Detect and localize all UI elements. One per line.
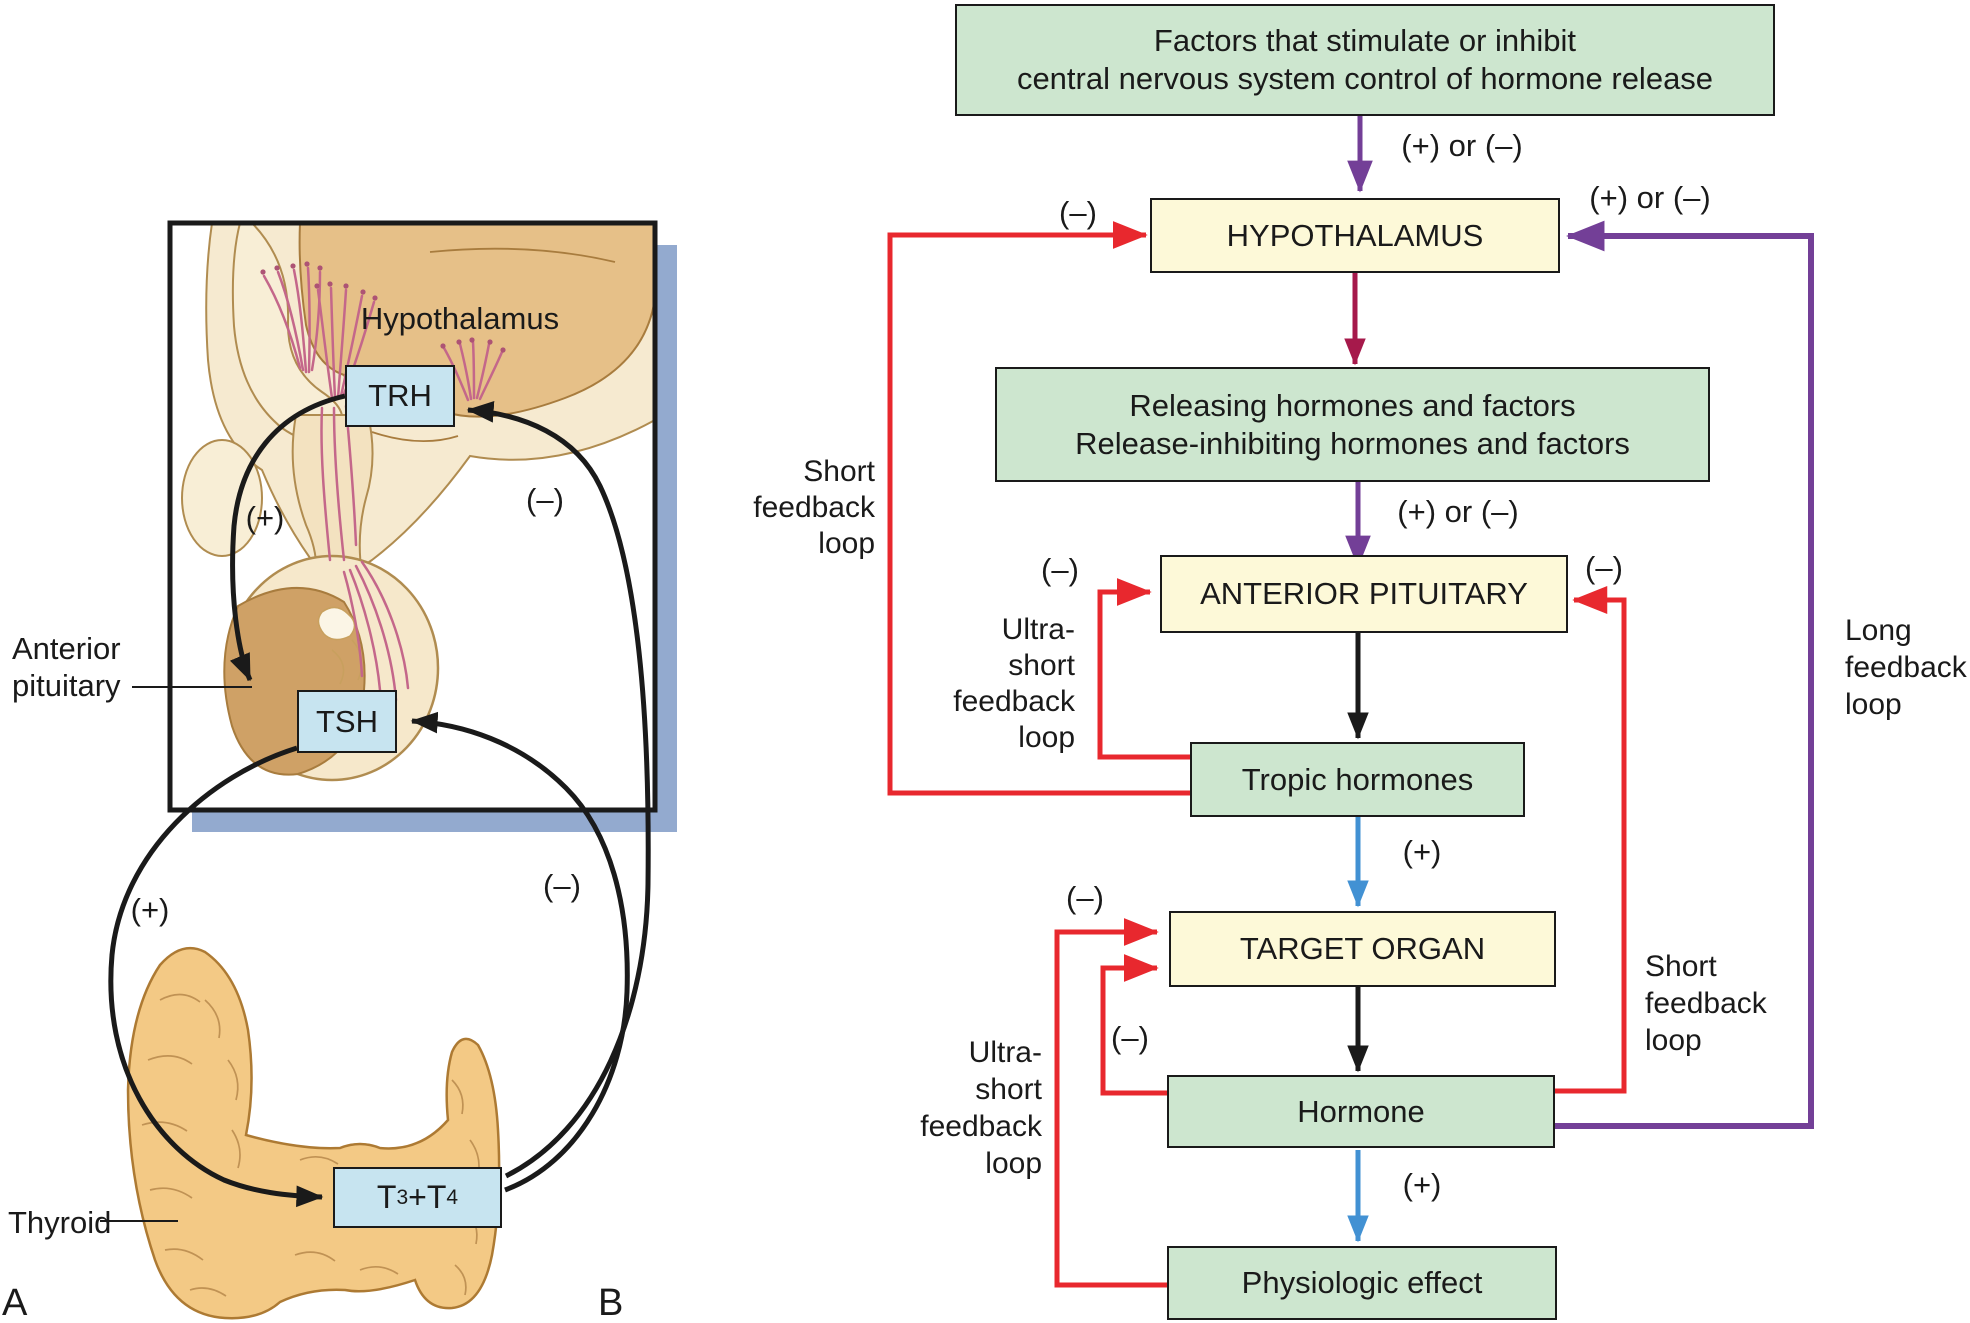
trh-to-tsh-arrow [229, 393, 346, 682]
sign-minus-target-upper: (–) [1066, 880, 1104, 915]
t4-label: T [426, 1179, 447, 1215]
posterior-lobe-detail [317, 606, 356, 641]
sign-plus-tropic: (+) [1402, 834, 1442, 869]
hypothalamus-box: HYPOTHALAMUS [1150, 198, 1560, 273]
hormone-to-target-feedback-line [1100, 954, 1167, 1096]
effect-to-target-feedback-line [1054, 918, 1167, 1288]
sign-minus-short-right: (–) [1585, 550, 1623, 585]
tropic-hormones-box: Tropic hormones [1190, 742, 1525, 817]
ultra-short-feedback-upper-line [1097, 578, 1190, 760]
ultra-short-feedback-upper-label: Ultra- short feedback loop [953, 613, 1075, 754]
sign-minus-thyroid-tsh: (–) [543, 868, 581, 903]
thyroid-to-tsh-negative-arrow [410, 711, 630, 1193]
sign-minus-ultra-short-upper: (–) [1041, 552, 1079, 587]
sign-minus-target-lower: (–) [1111, 1020, 1149, 1055]
panel-a-frame [167, 220, 658, 813]
short-feedback-loop-left-label: Short feedback loop [753, 455, 875, 560]
brain-detail-line [429, 247, 616, 263]
long-feedback-loop-line [1555, 220, 1814, 1129]
posterior-lobe-detail [331, 649, 345, 685]
factors-box: Factors that stimulate or inhibit centra… [955, 4, 1775, 116]
plus-symbol: + [408, 1179, 427, 1215]
thyroid-anatomy-label: Thyroid [8, 1205, 112, 1240]
sign-plus-hormone: (+) [1402, 1167, 1442, 1202]
trh-box: TRH [345, 365, 455, 427]
sign-plus-or-minus-long-loop: (+) or (–) [1589, 180, 1711, 215]
nerve-fiber-dots [260, 261, 506, 353]
panel-b-letter: B [598, 1282, 624, 1323]
tsh-to-thyroid-arrow [108, 745, 324, 1208]
sign-plus-or-minus-releasing: (+) or (–) [1397, 494, 1519, 529]
mammillary-body-illustration [181, 439, 263, 557]
short-feedback-loop-left-line [887, 221, 1190, 796]
short-feedback-loop-right-label: Short feedback loop [1645, 950, 1767, 1057]
sign-minus-hypothalamus: (–) [1059, 195, 1097, 230]
t3-subscript: 3 [396, 1185, 409, 1209]
tsh-box: TSH [297, 690, 397, 753]
anterior-pituitary-box: ANTERIOR PITUITARY [1160, 555, 1568, 633]
brain-detail-line [371, 431, 459, 443]
panel-a-letter: A [2, 1282, 28, 1323]
hypothalamus-anatomy-label: Hypothalamus [360, 301, 560, 336]
target-organ-box: TARGET ORGAN [1169, 911, 1556, 987]
t3-label: T [376, 1179, 397, 1215]
releasing-hormones-box: Releasing hormones and factors Release-i… [995, 367, 1710, 482]
physiologic-effect-box: Physiologic effect [1167, 1246, 1557, 1320]
t4-subscript: 4 [446, 1185, 459, 1209]
panel-b-connectors [887, 116, 1814, 1288]
anterior-pituitary-anatomy-label: Anterior pituitary [12, 631, 121, 703]
sign-plus-tsh-thyroid: (+) [130, 892, 170, 927]
hormone-box: Hormone [1167, 1075, 1555, 1148]
thyroid-to-trh-negative-arrow [466, 401, 651, 1179]
ultra-short-feedback-lower-label: Ultra- short feedback loop [920, 1036, 1042, 1180]
sign-plus-trh-tsh: (+) [245, 500, 285, 535]
thyroid-gland-illustration [126, 946, 501, 1320]
long-feedback-loop-label: Long feedback loop [1845, 614, 1967, 721]
sign-minus-thyroid-trh: (–) [526, 482, 564, 517]
sign-plus-or-minus-top: (+) or (–) [1401, 128, 1523, 163]
short-feedback-loop-right-line [1555, 586, 1627, 1094]
